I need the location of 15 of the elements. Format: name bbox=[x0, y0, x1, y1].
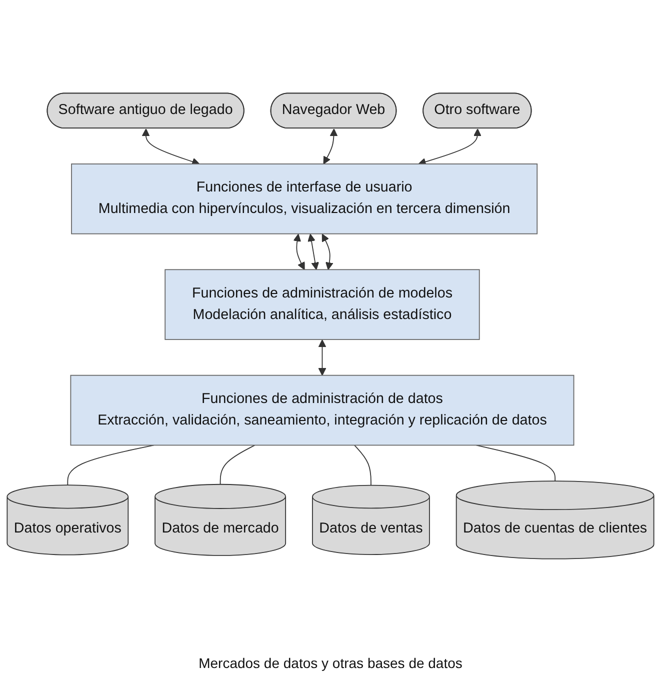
caption: Mercados de datos y otras bases de datos bbox=[198, 654, 462, 673]
connector bbox=[476, 444, 556, 481]
arrow bbox=[318, 339, 326, 376]
node-box: Funciones de administración de datos Extracción, validación, saneamiento, integración y replicación de datos bbox=[70, 374, 574, 446]
arrow bbox=[142, 128, 200, 165]
arrow bbox=[323, 128, 338, 164]
arrow bbox=[308, 233, 319, 270]
connector bbox=[67, 444, 154, 485]
connector bbox=[220, 444, 256, 484]
connector bbox=[354, 444, 372, 486]
arrow bbox=[293, 233, 305, 270]
arrow bbox=[322, 233, 334, 270]
arrow bbox=[418, 128, 482, 166]
node-box: Funciones de interfase de usuario Multimedia con hipervínculos, visualización en tercera dimensión bbox=[71, 162, 538, 234]
node-box: Funciones de administración de modelos Modelación analítica, análisis estadístico bbox=[164, 268, 480, 340]
